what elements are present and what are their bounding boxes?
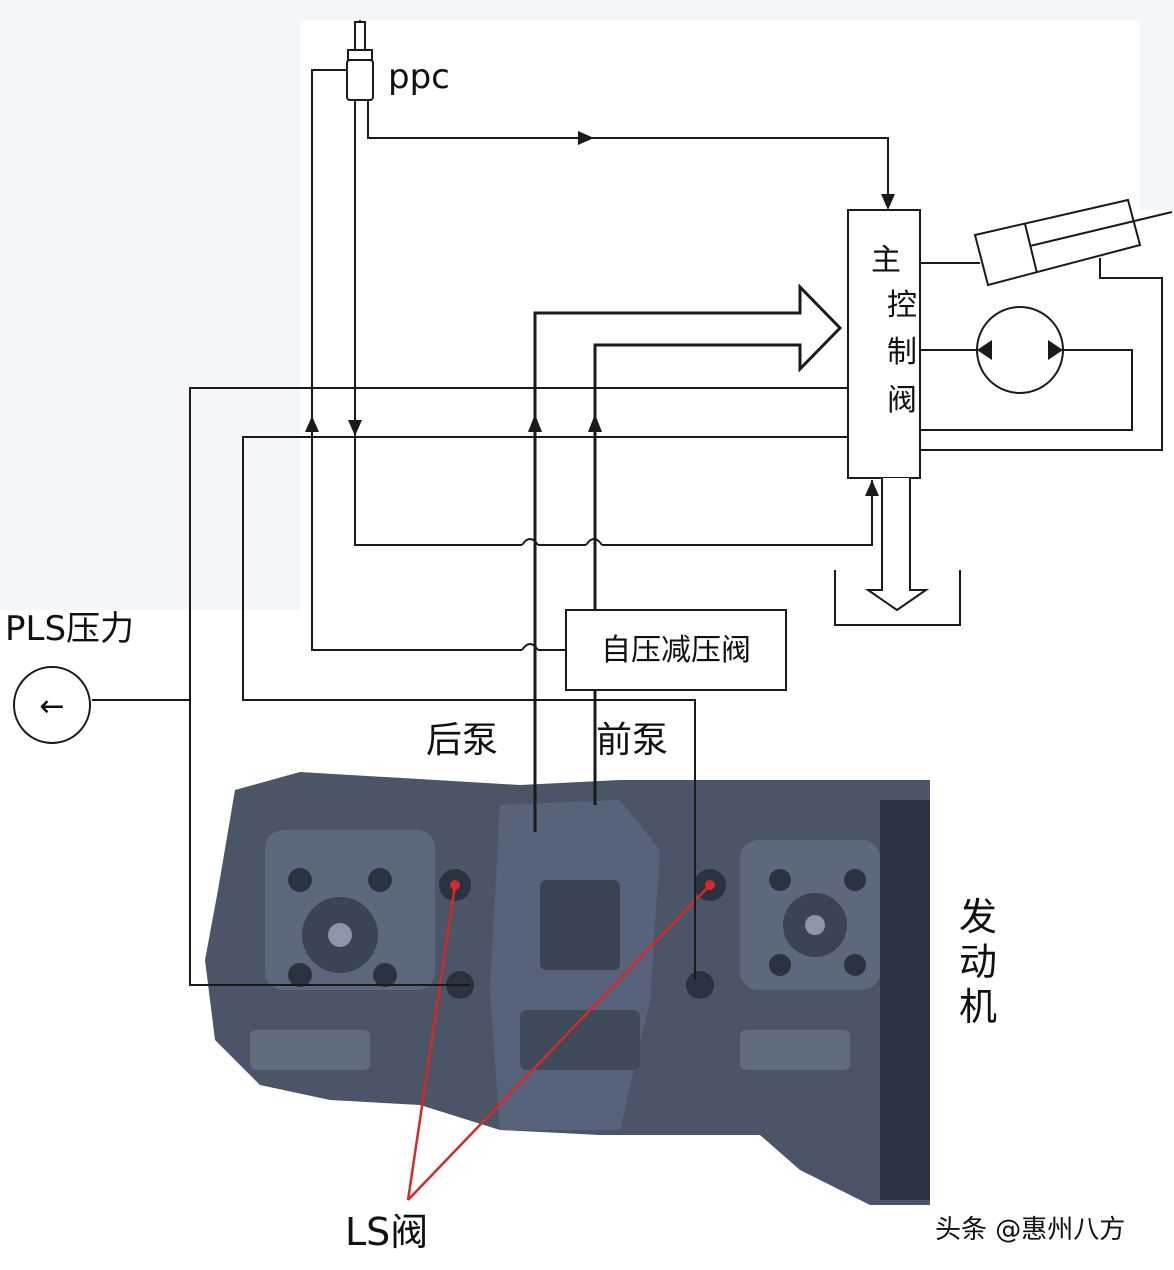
- bolt: [288, 963, 312, 987]
- line-crossover: [521, 538, 539, 546]
- pump-flow-arrow: [533, 283, 843, 430]
- engine-char-2: 动: [959, 940, 997, 984]
- ls-line-front: [242, 436, 848, 980]
- ls-pointer-rear: [406, 884, 457, 1201]
- bolt: [844, 869, 866, 891]
- rear-pump-label: 后泵: [426, 720, 498, 761]
- ls-pointer-front: [407, 884, 711, 1201]
- main-valve-char-3: 制: [887, 335, 917, 370]
- tank-return-arrow: [864, 478, 930, 612]
- pilot-arrow-down: [881, 194, 895, 210]
- rear-housing-ridge: [250, 1030, 370, 1070]
- main-valve-char-2: 控: [887, 288, 917, 323]
- tank-icon: [834, 570, 961, 626]
- engine-char-1: 发: [959, 895, 997, 939]
- motor-line-b: [920, 349, 1133, 431]
- watermark: 头条 @惠州八方: [935, 1215, 1125, 1245]
- center-lower-block: [520, 1010, 640, 1070]
- bolt: [288, 868, 312, 892]
- pls-pressure-label: PLS压力: [5, 609, 134, 649]
- ls-line-rear: [189, 387, 848, 986]
- main-valve-char-4: 阀: [887, 383, 917, 418]
- ppc-label: ppc: [388, 57, 450, 97]
- ppc-return-line: [354, 100, 522, 546]
- ppc-lever-icon: [346, 20, 374, 101]
- hydraulic-pump-illustration: [205, 772, 930, 1205]
- ppc-supply-line: [311, 69, 522, 651]
- bolt: [368, 868, 392, 892]
- pls-gauge-icon: [13, 666, 91, 744]
- motor-arrow-left: [977, 340, 992, 360]
- front-port-center: [805, 915, 825, 935]
- line-crossover: [521, 643, 539, 651]
- self-pressure-reducing-valve: [565, 609, 787, 691]
- cylinder-line-b: [920, 258, 1163, 451]
- front-pump-label: 前泵: [596, 720, 668, 761]
- rear-pump-arrow: [528, 414, 542, 432]
- ls-valve-label: LS阀: [345, 1210, 428, 1254]
- background-panel-top: [300, 0, 1174, 20]
- pilot-line: [367, 100, 889, 200]
- hydraulic-cylinder: [973, 198, 1173, 287]
- self-reducing-valve-label: 自压减压阀: [601, 633, 751, 668]
- main-valve-char-1: 主: [871, 243, 901, 278]
- front-housing-ridge: [740, 1030, 850, 1070]
- pls-gauge-symbol: ←: [39, 689, 64, 724]
- engine-char-3: 机: [959, 985, 997, 1029]
- background-panel-left: [0, 0, 300, 610]
- front-pump-arrow: [588, 414, 602, 432]
- port-plug: [686, 971, 714, 999]
- motor-arrow-right: [1048, 340, 1063, 360]
- rear-port-center: [328, 923, 352, 947]
- bolt: [769, 954, 791, 976]
- ppc-return-arrow: [348, 420, 362, 436]
- ppc-supply-arrow: [305, 416, 319, 432]
- center-port: [540, 880, 620, 970]
- pilot-arrow: [578, 131, 594, 145]
- ppc-return-arrow-up: [865, 480, 879, 496]
- engine-flange: [880, 800, 930, 1200]
- bolt: [844, 954, 866, 976]
- background-panel-right: [1140, 0, 1174, 210]
- main-control-valve: [847, 209, 921, 479]
- bolt: [373, 963, 397, 987]
- bolt: [769, 869, 791, 891]
